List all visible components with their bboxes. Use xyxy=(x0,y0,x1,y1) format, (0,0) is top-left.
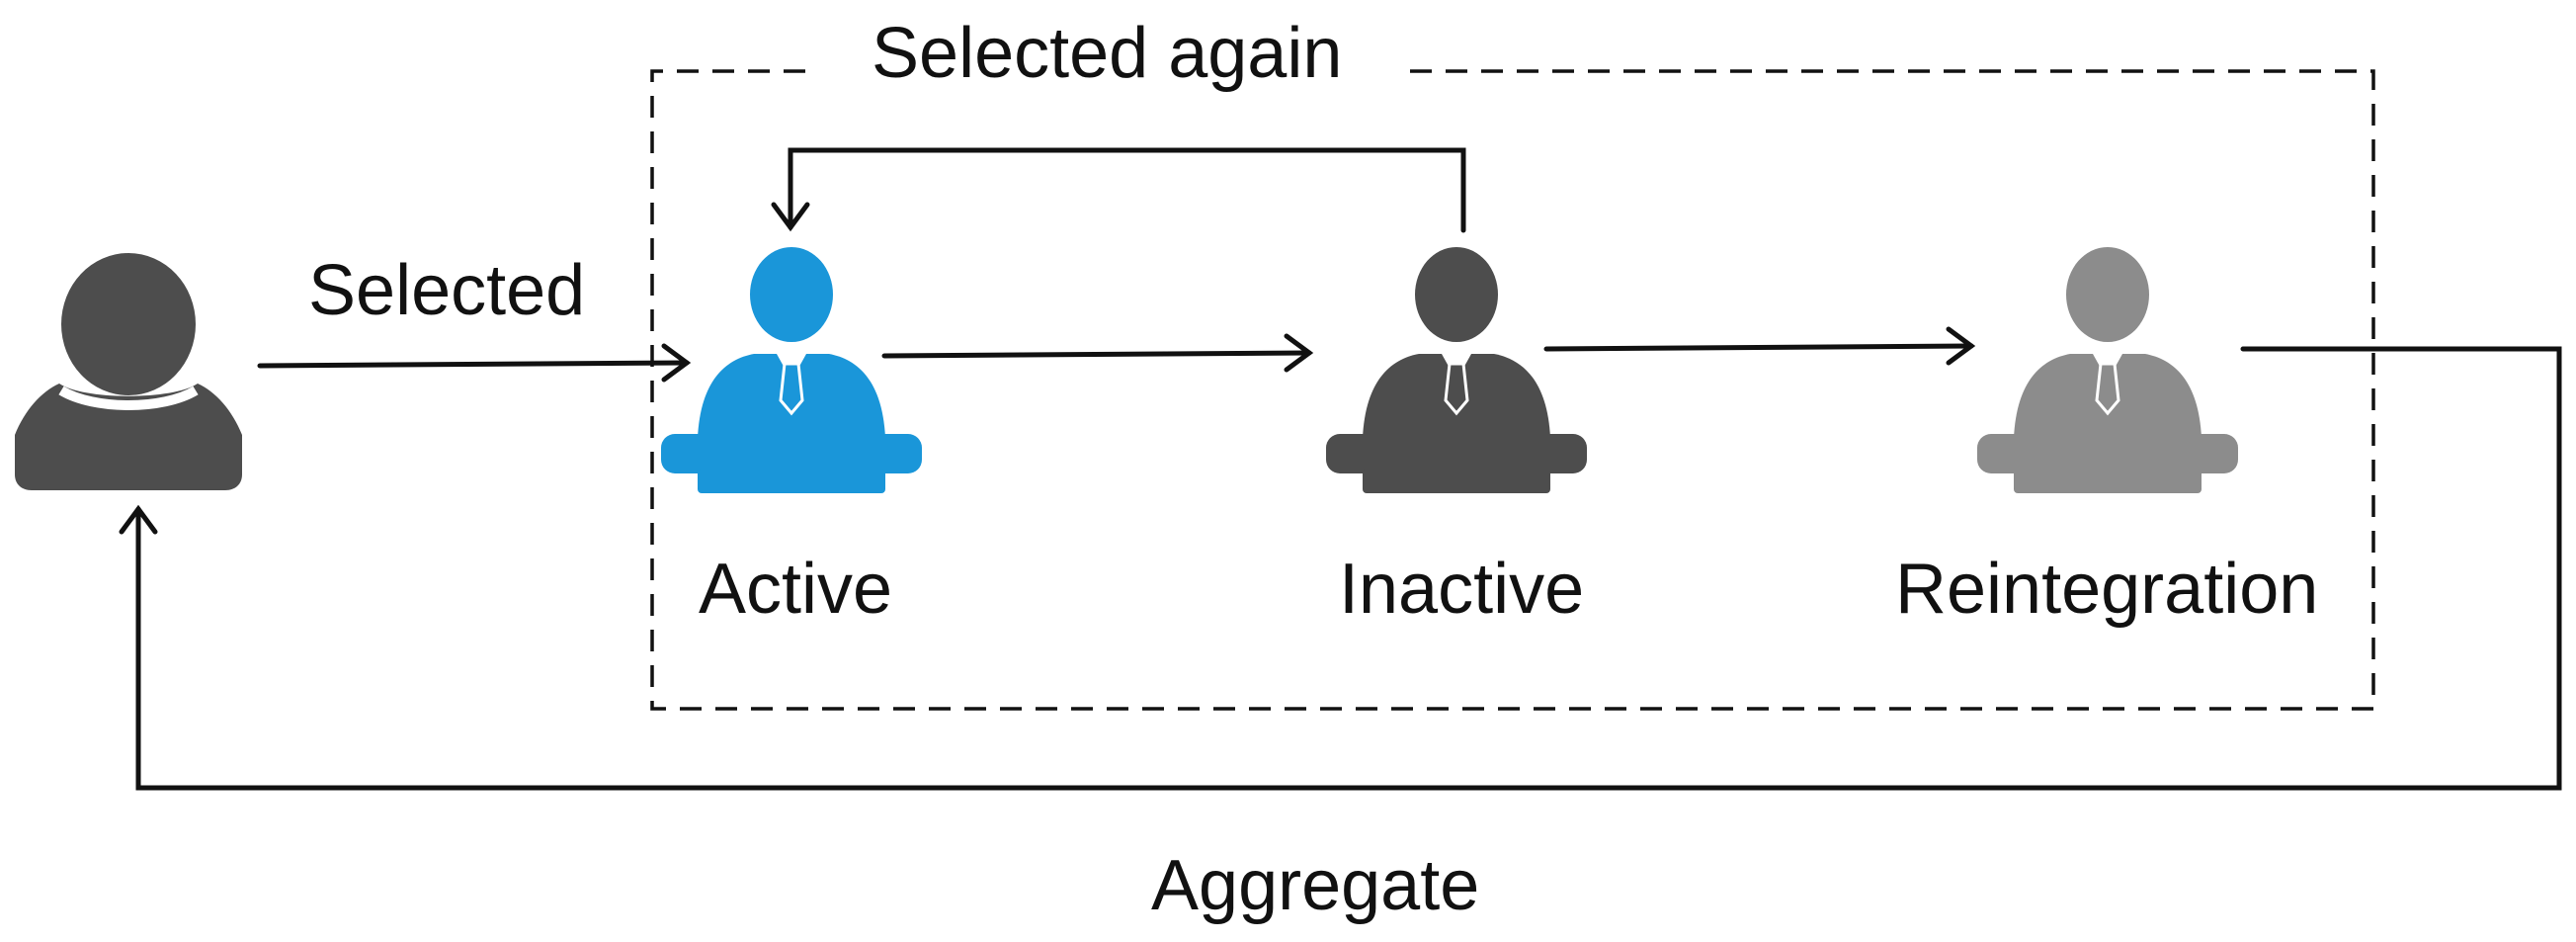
reintegration-label: Reintegration xyxy=(1895,550,2319,629)
selected-again-label: Selected again xyxy=(848,18,1367,89)
arrow-selected xyxy=(257,360,690,369)
arrow-active-to-inactive xyxy=(881,350,1312,359)
selected-label: Selected xyxy=(308,251,586,330)
arrow-inactive-to-reintegration xyxy=(1543,343,1974,352)
inactive-label: Inactive xyxy=(1339,550,1585,629)
group-box xyxy=(650,69,2375,711)
user-icon xyxy=(15,253,242,490)
arrow-aggregate xyxy=(135,346,2562,791)
active-label: Active xyxy=(699,550,893,629)
aggregate-label: Aggregate xyxy=(1151,846,1480,925)
arrow-selected-again xyxy=(788,147,1466,233)
